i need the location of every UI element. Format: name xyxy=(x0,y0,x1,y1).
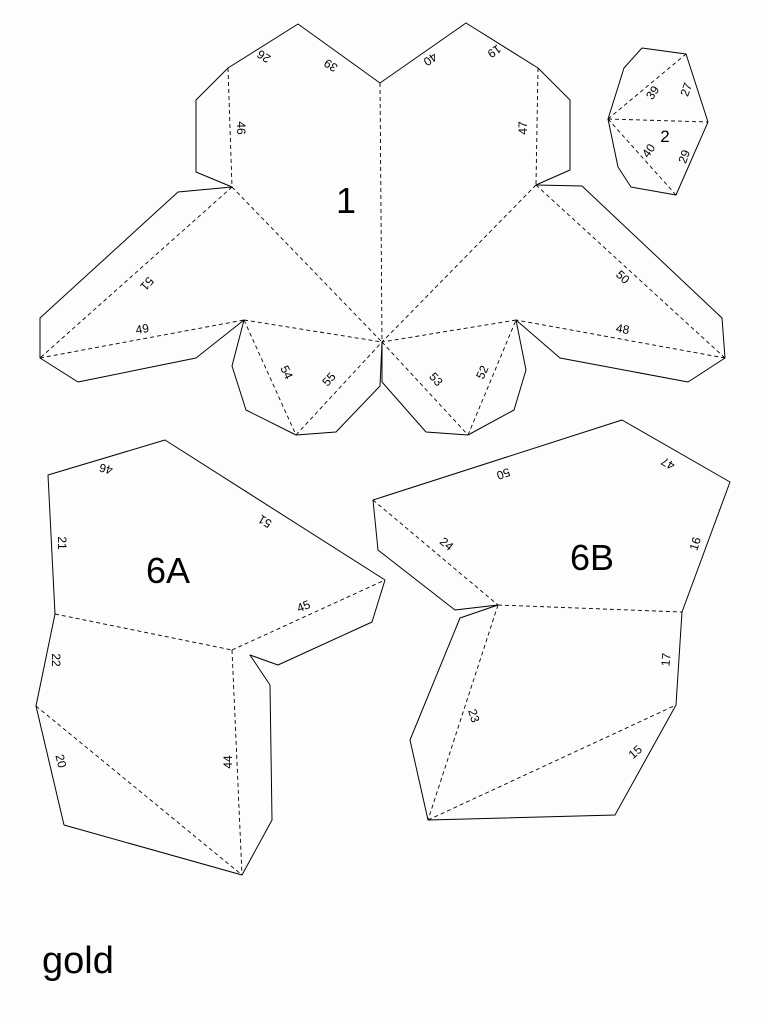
piece-6b-outline xyxy=(372,419,731,821)
edge-label: 47 xyxy=(516,121,530,135)
edge-label: 47 xyxy=(658,454,677,473)
piece-6a-outline xyxy=(35,439,386,876)
edge-label: 46 xyxy=(97,460,114,477)
edge-label: 15 xyxy=(626,742,646,762)
piece-6b-fold-lines xyxy=(372,499,683,821)
edge-label: 44 xyxy=(221,755,235,769)
edge-label: 54 xyxy=(277,363,295,381)
edge-label: 27 xyxy=(677,81,695,99)
edge-label: 17 xyxy=(658,652,673,667)
edge-label: 16 xyxy=(686,535,704,552)
piece-6a-fold-lines xyxy=(35,579,386,876)
edge-label: 50 xyxy=(494,465,512,483)
piece-2-fold-lines xyxy=(607,53,709,196)
piece-6b: 6B 50 47 24 16 17 23 15 xyxy=(372,419,731,821)
edge-label: 29 xyxy=(675,148,693,166)
piece-1: 1 26 39 40 19 46 47 51 50 49 48 54 55 53… xyxy=(39,22,726,436)
piece-1-fold-lines xyxy=(39,67,726,436)
edge-label: 53 xyxy=(426,370,446,390)
piece-2-outline xyxy=(607,47,709,196)
edge-label: 21 xyxy=(55,536,69,550)
edge-label: 48 xyxy=(615,321,631,337)
edge-label: 55 xyxy=(319,369,339,389)
piece-2-id: 2 xyxy=(660,127,669,146)
edge-label: 52 xyxy=(473,363,491,381)
piece-1-id: 1 xyxy=(336,180,356,221)
edge-label: 20 xyxy=(52,753,69,770)
edge-label: 49 xyxy=(135,321,151,337)
piece-6b-id: 6B xyxy=(570,537,614,578)
edge-label: 24 xyxy=(437,534,456,554)
edge-label: 51 xyxy=(137,274,157,294)
piece-2: 2 39 27 40 29 xyxy=(607,47,709,196)
edge-label: 22 xyxy=(49,653,63,667)
edge-label: 39 xyxy=(321,56,340,75)
color-label: gold xyxy=(42,940,114,982)
edge-label: 39 xyxy=(643,83,662,102)
edge-label: 23 xyxy=(465,707,483,724)
piece-6a: 6A 46 51 21 45 22 20 44 xyxy=(35,439,386,876)
edge-label: 51 xyxy=(255,512,274,531)
edge-label: 46 xyxy=(234,121,248,135)
edge-label: 45 xyxy=(295,597,313,615)
piece-6a-id: 6A xyxy=(146,550,190,591)
piece-1-outline xyxy=(39,22,726,436)
